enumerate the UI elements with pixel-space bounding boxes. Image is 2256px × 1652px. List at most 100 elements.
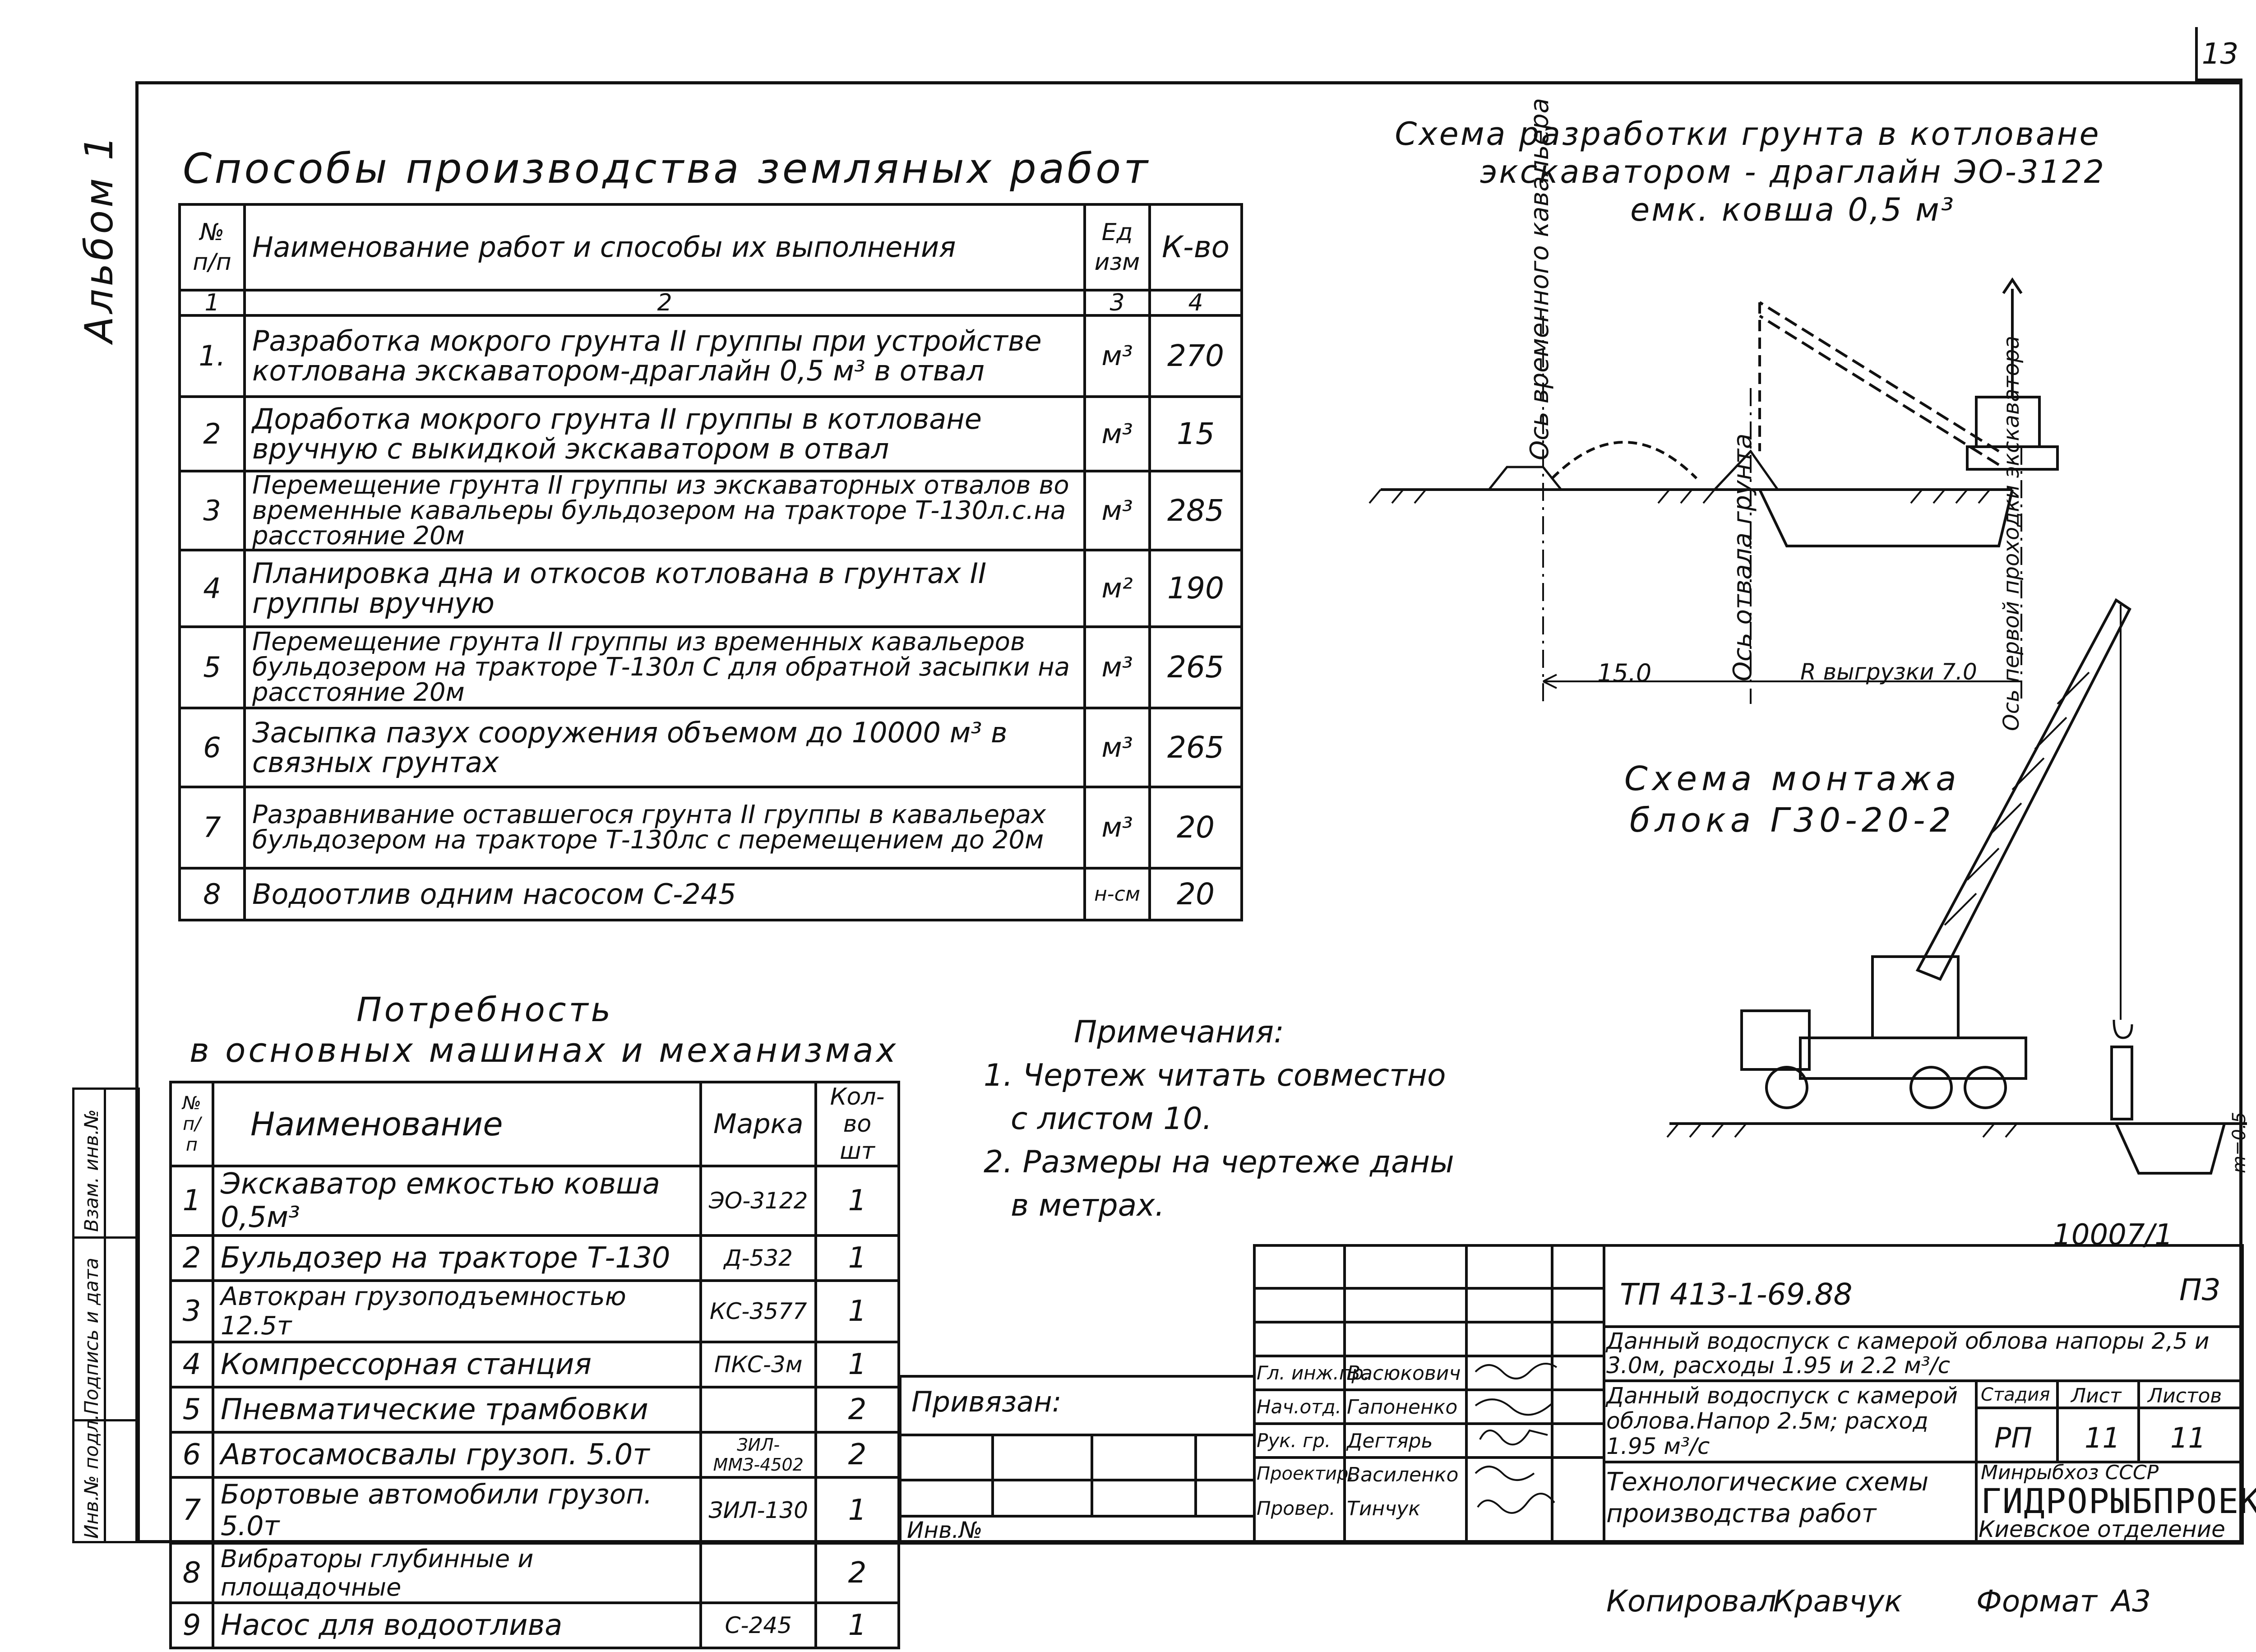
privyazan-label: Привязан: bbox=[911, 1385, 1062, 1418]
works-header-row: № п/п Наименование работ и способы их вы… bbox=[178, 203, 1243, 292]
row-name: Пневматические трамбовки bbox=[211, 1386, 703, 1434]
row-number: 7 bbox=[169, 1476, 214, 1545]
row-unit: м³ bbox=[1083, 314, 1151, 398]
person-name: Гапоненко bbox=[1347, 1396, 1458, 1419]
row-name: Автокран грузоподъемностью 12.5т bbox=[211, 1279, 703, 1343]
row-count: 1 bbox=[814, 1279, 900, 1343]
footer-copied-label: Копировал bbox=[1606, 1584, 1777, 1619]
footer-copier: Кравчук bbox=[1773, 1584, 1903, 1619]
radius-label: R выгрузки 7.0 bbox=[1800, 659, 1977, 685]
works-col-number: 4 bbox=[1148, 289, 1243, 317]
role-label: Гл. инж.пр. bbox=[1257, 1362, 1370, 1384]
machines-header-cnt: Кол-во шт bbox=[814, 1081, 900, 1167]
sheets-label: Листов bbox=[2148, 1384, 2222, 1407]
object-name: Данный водоспуск с камерой облова напоры… bbox=[1606, 1328, 2210, 1379]
row-number: 8 bbox=[178, 867, 246, 921]
drawing-number: 10007/1 bbox=[2053, 1218, 2173, 1252]
machines-header-name: Наименование bbox=[211, 1081, 703, 1167]
role-label: Нач.отд. bbox=[1257, 1396, 1342, 1418]
row-name: Разравнивание оставшегося грунта II груп… bbox=[243, 786, 1086, 870]
row-number: 5 bbox=[169, 1386, 214, 1434]
row-number: 9 bbox=[169, 1601, 214, 1649]
works-col-number: 3 bbox=[1083, 289, 1151, 317]
sheet-number: 13 bbox=[2195, 27, 2242, 81]
row-name: Вибраторы глубинные и площадочные bbox=[211, 1542, 703, 1604]
works-col-number: 2 bbox=[243, 289, 1086, 317]
sheet-label: Лист bbox=[2071, 1384, 2122, 1407]
row-count: 1 bbox=[814, 1165, 900, 1237]
row-count: 1 bbox=[814, 1341, 900, 1388]
row-name: Доработка мокрого грунта II группы в кот… bbox=[243, 395, 1086, 472]
side-stamp: Инв.№ подл. Подпись и дата Взам. инв.№ bbox=[72, 1087, 140, 1543]
row-count: 2 bbox=[814, 1386, 900, 1434]
row-qty: 270 bbox=[1148, 314, 1243, 398]
sheet-mark: П3 bbox=[2179, 1273, 2221, 1307]
row-name: Бортовые автомобили грузоп. 5.0т bbox=[211, 1476, 703, 1545]
row-number: 1 bbox=[169, 1165, 214, 1237]
machines-header-mark: Марка bbox=[699, 1081, 817, 1167]
row-unit: м³ bbox=[1083, 395, 1151, 472]
sheets-value: 11 bbox=[2170, 1421, 2206, 1454]
sheet-value: 11 bbox=[2085, 1421, 2120, 1454]
row-mark: ЭО-3122 bbox=[699, 1165, 817, 1237]
note-line: 1. Чертеж читать совместно bbox=[984, 1058, 1446, 1093]
works-col-number: 1 bbox=[178, 289, 246, 317]
notes-title: Примечания: bbox=[1074, 1014, 1284, 1050]
table-row: 1.Разработка мокрого грунта II группы пр… bbox=[178, 314, 1243, 398]
title-block-lines bbox=[899, 1244, 2244, 1545]
footer-format: А3 bbox=[2112, 1584, 2151, 1619]
row-unit: м³ bbox=[1083, 707, 1151, 788]
row-qty: 15 bbox=[1148, 395, 1243, 472]
row-number: 2 bbox=[169, 1234, 214, 1282]
notes: Примечания: 1. Чертеж читать совместно с… bbox=[984, 1011, 1454, 1227]
footer-format-label: Формат bbox=[1976, 1584, 2097, 1619]
person-name: Васюкович bbox=[1347, 1362, 1461, 1385]
row-mark: С-245 bbox=[699, 1601, 817, 1649]
row-number: 4 bbox=[169, 1341, 214, 1388]
row-count: 1 bbox=[814, 1234, 900, 1282]
person-name: Тинчук bbox=[1347, 1497, 1420, 1520]
note-line: с листом 10. bbox=[1011, 1101, 1212, 1137]
row-name: Насос для водоотлива bbox=[211, 1601, 703, 1649]
row-number: 3 bbox=[178, 470, 246, 551]
works-header-unit: Ед изм bbox=[1083, 203, 1151, 292]
works-table: № п/п Наименование работ и способы их вы… bbox=[178, 203, 1243, 921]
works-header-numbers: 1 2 3 4 bbox=[178, 289, 1243, 317]
row-count: 2 bbox=[814, 1542, 900, 1604]
row-name: Засыпка пазух сооружения объемом до 1000… bbox=[243, 707, 1086, 788]
scheme2-title-line: Схема монтажа bbox=[1624, 759, 1961, 798]
stage-value: РП bbox=[1994, 1421, 2033, 1454]
row-name: Бульдозер на тракторе Т-130 bbox=[211, 1234, 703, 1282]
org-line3: Киевское отделение bbox=[1979, 1516, 2225, 1542]
row-mark: ЗИЛ-ММЗ-4502 bbox=[699, 1431, 817, 1479]
works-header-qty: К-во bbox=[1148, 203, 1243, 292]
role-label: Провер. bbox=[1257, 1497, 1336, 1519]
machines-title-line2: в основных машинах и механизмах bbox=[190, 1031, 899, 1070]
scheme1-title: Схема разработки грунта в котловане экск… bbox=[1390, 115, 2106, 229]
doc-code: ТП 413-1-69.88 bbox=[1620, 1277, 1853, 1312]
sheet-frame bbox=[135, 81, 2242, 1543]
row-name: Автосамосвалы грузоп. 5.0т bbox=[211, 1431, 703, 1479]
scheme1-title-line: емк. ковша 0,5 м³ bbox=[1630, 191, 1956, 228]
scheme2-title-line: блока Г30-20-2 bbox=[1629, 801, 1956, 840]
machines-title-line1: Потребность bbox=[356, 990, 614, 1029]
role-label: Рук. гр. bbox=[1257, 1430, 1331, 1452]
row-mark: ЗИЛ-130 bbox=[699, 1476, 817, 1545]
row-name: Перемещение грунта II группы из экскават… bbox=[243, 470, 1086, 551]
sheet-title: Технологические схемы производства работ bbox=[1606, 1467, 1929, 1528]
row-number: 3 bbox=[169, 1279, 214, 1343]
row-name: Разработка мокрого грунта II группы при … bbox=[243, 314, 1086, 398]
